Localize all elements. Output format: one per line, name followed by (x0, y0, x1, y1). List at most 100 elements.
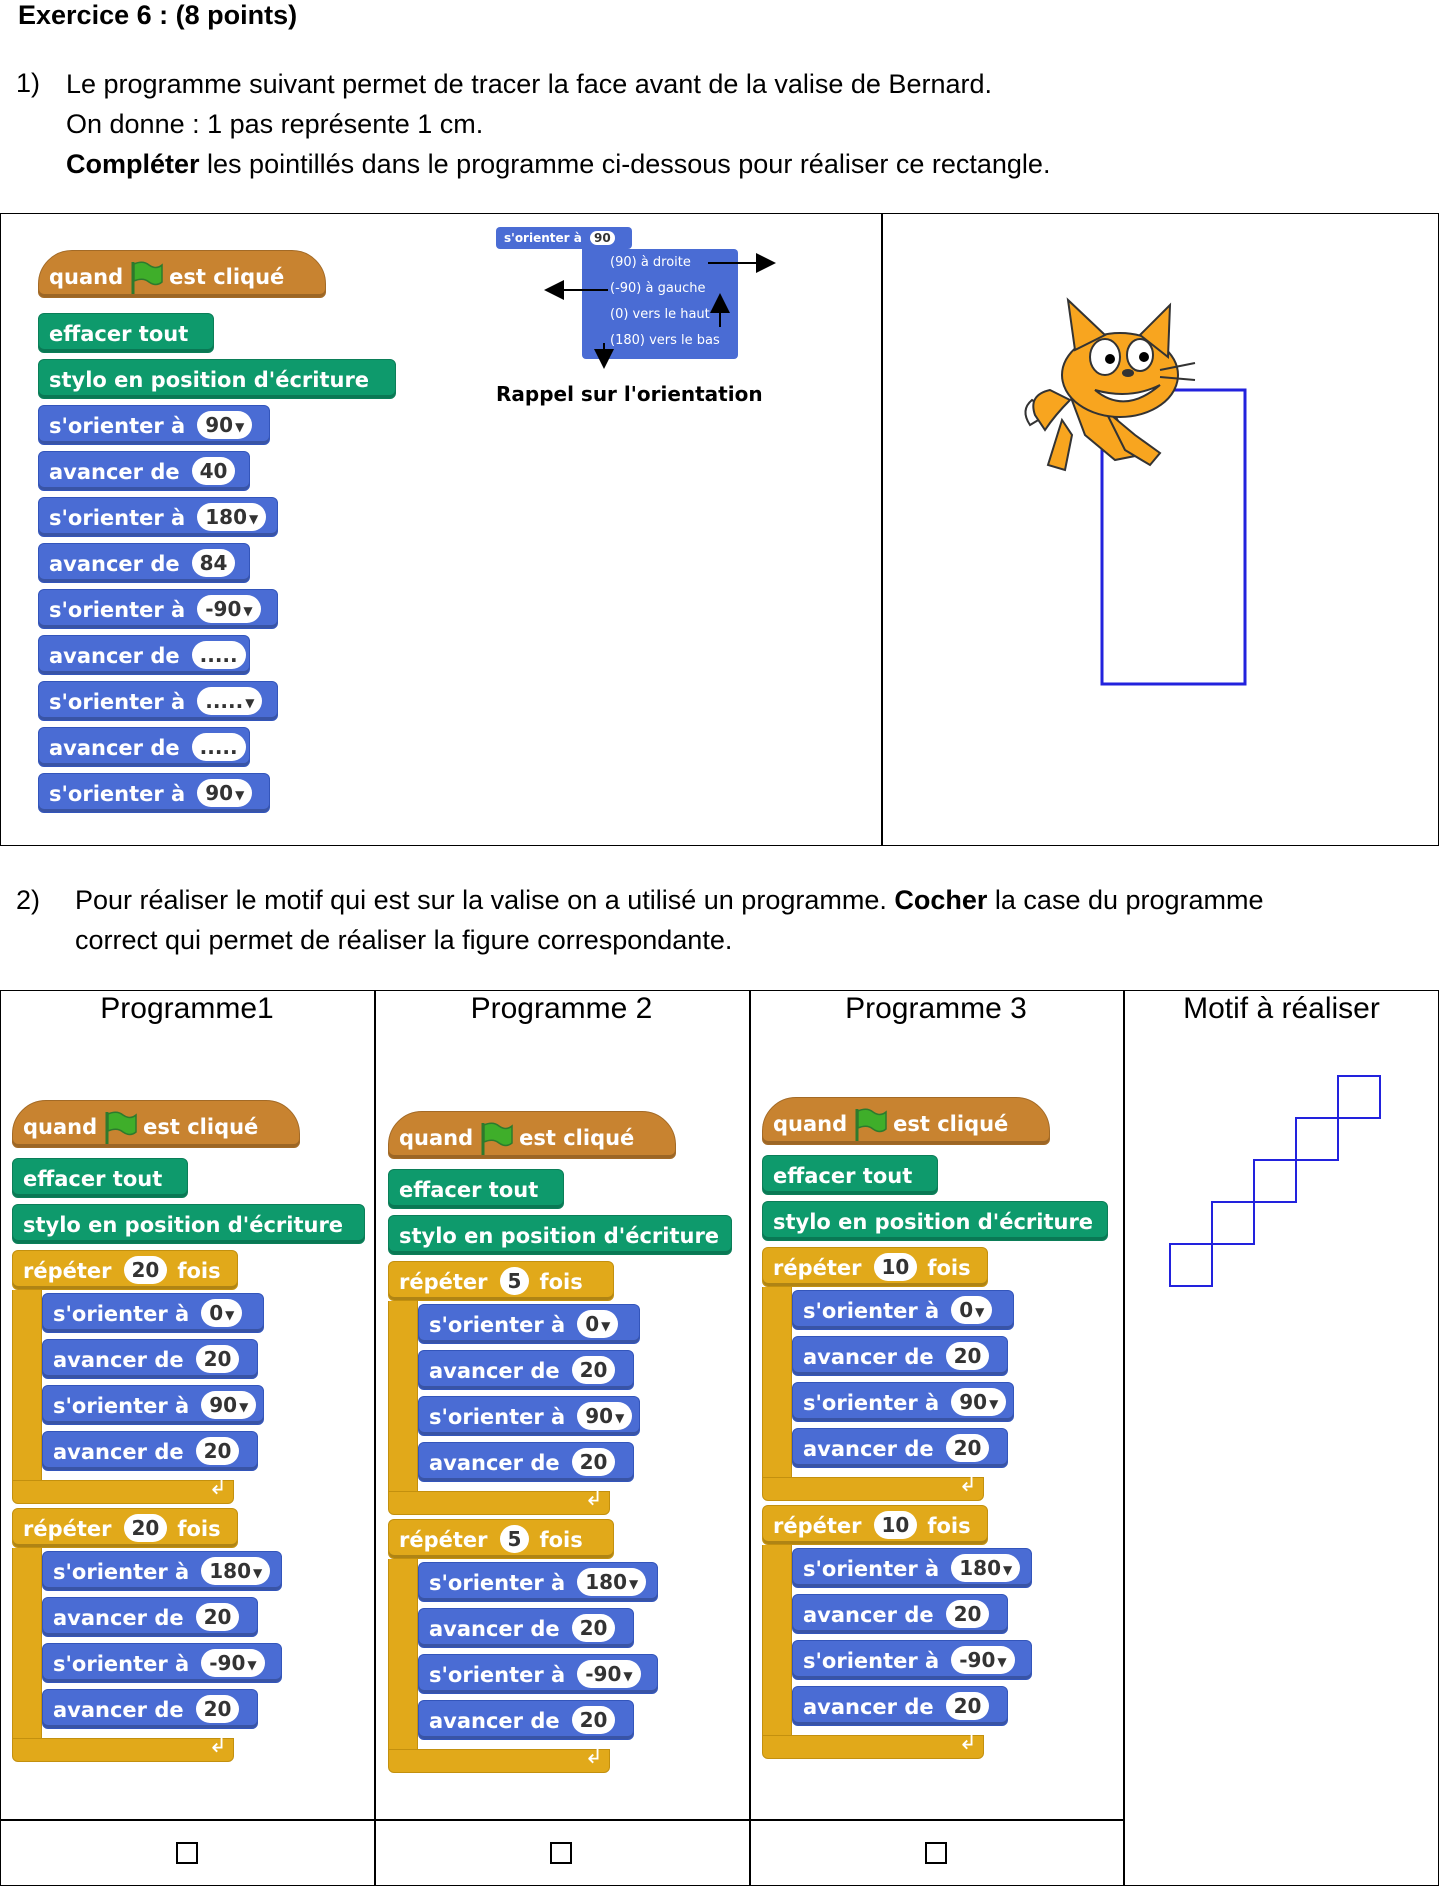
repeat-block[interactable]: répéter5fois (388, 1261, 614, 1301)
steps-input[interactable]: 40 (192, 457, 236, 485)
move-steps-block[interactable]: avancer de..... (38, 727, 250, 767)
repeat-count-input[interactable]: 5 (500, 1267, 530, 1295)
move-steps-block[interactable]: avancer de20 (792, 1428, 1008, 1468)
repeat-block[interactable]: répéter20fois (12, 1250, 238, 1290)
dropdown-caret-icon[interactable]: ▼ (235, 788, 244, 802)
steps-input[interactable]: 20 (196, 1695, 240, 1723)
point-direction-block[interactable]: s'orienter à90▼ (38, 773, 270, 813)
dropdown-caret-icon[interactable]: ▼ (245, 696, 254, 710)
when-flag-clicked-block[interactable]: quandest cliqué (12, 1100, 300, 1148)
repeat-block[interactable]: répéter10fois (762, 1247, 988, 1287)
point-direction-block[interactable]: s'orienter à-90▼ (42, 1643, 282, 1683)
dropdown-caret-icon[interactable]: ▼ (601, 1319, 610, 1333)
pen-down-block[interactable]: stylo en position d'écriture (12, 1204, 365, 1244)
dropdown-caret-icon[interactable]: ▼ (249, 512, 258, 526)
move-steps-block[interactable]: avancer de20 (42, 1339, 258, 1379)
steps-input[interactable]: 20 (572, 1706, 616, 1734)
steps-input[interactable]: ..... (192, 641, 246, 669)
point-direction-block[interactable]: s'orienter à-90▼ (38, 589, 278, 629)
direction-input[interactable]: 180▼ (577, 1568, 646, 1596)
repeat-count-input[interactable]: 20 (124, 1256, 168, 1284)
dropdown-caret-icon[interactable]: ▼ (225, 1308, 234, 1322)
move-steps-block[interactable]: avancer de20 (418, 1608, 634, 1648)
move-steps-block[interactable]: avancer de20 (418, 1350, 634, 1390)
direction-input[interactable]: 0▼ (951, 1296, 992, 1324)
move-steps-block[interactable]: avancer de20 (792, 1594, 1008, 1634)
direction-input[interactable]: 90▼ (197, 411, 252, 439)
move-steps-block[interactable]: avancer de40 (38, 451, 250, 491)
repeat-block[interactable]: répéter10fois (762, 1505, 988, 1545)
point-direction-block[interactable]: s'orienter à180▼ (792, 1548, 1032, 1588)
move-steps-block[interactable]: avancer de84 (38, 543, 250, 583)
pen-down-block[interactable]: stylo en position d'écriture (38, 359, 396, 399)
direction-input[interactable]: 0▼ (577, 1310, 618, 1338)
dropdown-caret-icon[interactable]: ▼ (247, 1658, 256, 1672)
move-steps-block[interactable]: avancer de20 (792, 1336, 1008, 1376)
move-steps-block[interactable]: avancer de20 (42, 1689, 258, 1729)
clear-block[interactable]: effacer tout (12, 1158, 188, 1198)
steps-input[interactable]: 20 (572, 1356, 616, 1384)
steps-input[interactable]: 20 (196, 1603, 240, 1631)
move-steps-block[interactable]: avancer de20 (42, 1597, 258, 1637)
when-flag-clicked-block[interactable]: quandest cliqué (38, 250, 326, 298)
checkbox-programme-3[interactable] (925, 1842, 947, 1864)
dropdown-caret-icon[interactable]: ▼ (1003, 1563, 1012, 1577)
point-direction-block[interactable]: s'orienter à-90▼ (792, 1640, 1032, 1680)
steps-input[interactable]: 20 (946, 1342, 990, 1370)
direction-input[interactable]: .....▼ (197, 687, 262, 715)
direction-input[interactable]: -90▼ (951, 1646, 1014, 1674)
direction-input[interactable]: 180▼ (951, 1554, 1020, 1582)
clear-block[interactable]: effacer tout (762, 1155, 938, 1195)
dropdown-caret-icon[interactable]: ▼ (989, 1397, 998, 1411)
dropdown-caret-icon[interactable]: ▼ (623, 1669, 632, 1683)
point-direction-block[interactable]: s'orienter à.....▼ (38, 681, 278, 721)
pen-down-block[interactable]: stylo en position d'écriture (762, 1201, 1108, 1241)
steps-input[interactable]: 20 (572, 1448, 616, 1476)
checkbox-programme-1[interactable] (176, 1842, 198, 1864)
move-steps-block[interactable]: avancer de20 (418, 1700, 634, 1740)
repeat-count-input[interactable]: 10 (874, 1511, 918, 1539)
direction-input[interactable]: -90▼ (201, 1649, 264, 1677)
direction-input[interactable]: 90▼ (201, 1391, 256, 1419)
point-direction-block[interactable]: s'orienter à90▼ (42, 1385, 264, 1425)
steps-input[interactable]: 20 (196, 1345, 240, 1373)
point-direction-block[interactable]: s'orienter à0▼ (792, 1290, 1014, 1330)
repeat-count-input[interactable]: 20 (124, 1514, 168, 1542)
point-direction-block[interactable]: s'orienter à-90▼ (418, 1654, 658, 1694)
steps-input[interactable]: 20 (946, 1692, 990, 1720)
repeat-block[interactable]: répéter20fois (12, 1508, 238, 1548)
repeat-count-input[interactable]: 10 (874, 1253, 918, 1281)
dropdown-caret-icon[interactable]: ▼ (235, 420, 244, 434)
dropdown-caret-icon[interactable]: ▼ (253, 1566, 262, 1580)
repeat-block[interactable]: répéter5fois (388, 1519, 614, 1559)
point-direction-block[interactable]: s'orienter à90▼ (418, 1396, 640, 1436)
steps-input[interactable]: 84 (192, 549, 236, 577)
move-steps-block[interactable]: avancer de20 (792, 1686, 1008, 1726)
repeat-count-input[interactable]: 5 (500, 1525, 530, 1553)
dropdown-caret-icon[interactable]: ▼ (629, 1577, 638, 1591)
when-flag-clicked-block[interactable]: quandest cliqué (762, 1097, 1050, 1145)
point-direction-block[interactable]: s'orienter à90▼ (792, 1382, 1014, 1422)
move-steps-block[interactable]: avancer de20 (418, 1442, 634, 1482)
point-direction-block[interactable]: s'orienter à0▼ (42, 1293, 264, 1333)
dropdown-caret-icon[interactable]: ▼ (997, 1655, 1006, 1669)
direction-input[interactable]: -90▼ (197, 595, 260, 623)
pen-down-block[interactable]: stylo en position d'écriture (388, 1215, 732, 1255)
direction-input[interactable]: 90▼ (197, 779, 252, 807)
direction-input[interactable]: 90▼ (951, 1388, 1006, 1416)
point-direction-block[interactable]: s'orienter à180▼ (38, 497, 278, 537)
point-direction-block[interactable]: s'orienter à180▼ (42, 1551, 282, 1591)
move-steps-block[interactable]: avancer de..... (38, 635, 250, 675)
clear-block[interactable]: effacer tout (38, 313, 214, 353)
direction-input[interactable]: 180▼ (201, 1557, 270, 1585)
point-direction-block[interactable]: s'orienter à180▼ (418, 1562, 658, 1602)
direction-input[interactable]: -90▼ (577, 1660, 640, 1688)
direction-input[interactable]: 180▼ (197, 503, 266, 531)
when-flag-clicked-block[interactable]: quandest cliqué (388, 1111, 676, 1159)
dropdown-caret-icon[interactable]: ▼ (615, 1411, 624, 1425)
dropdown-caret-icon[interactable]: ▼ (975, 1305, 984, 1319)
point-direction-block[interactable]: s'orienter à90▼ (38, 405, 270, 445)
move-steps-block[interactable]: avancer de20 (42, 1431, 258, 1471)
clear-block[interactable]: effacer tout (388, 1169, 564, 1209)
steps-input[interactable]: ..... (192, 733, 246, 761)
